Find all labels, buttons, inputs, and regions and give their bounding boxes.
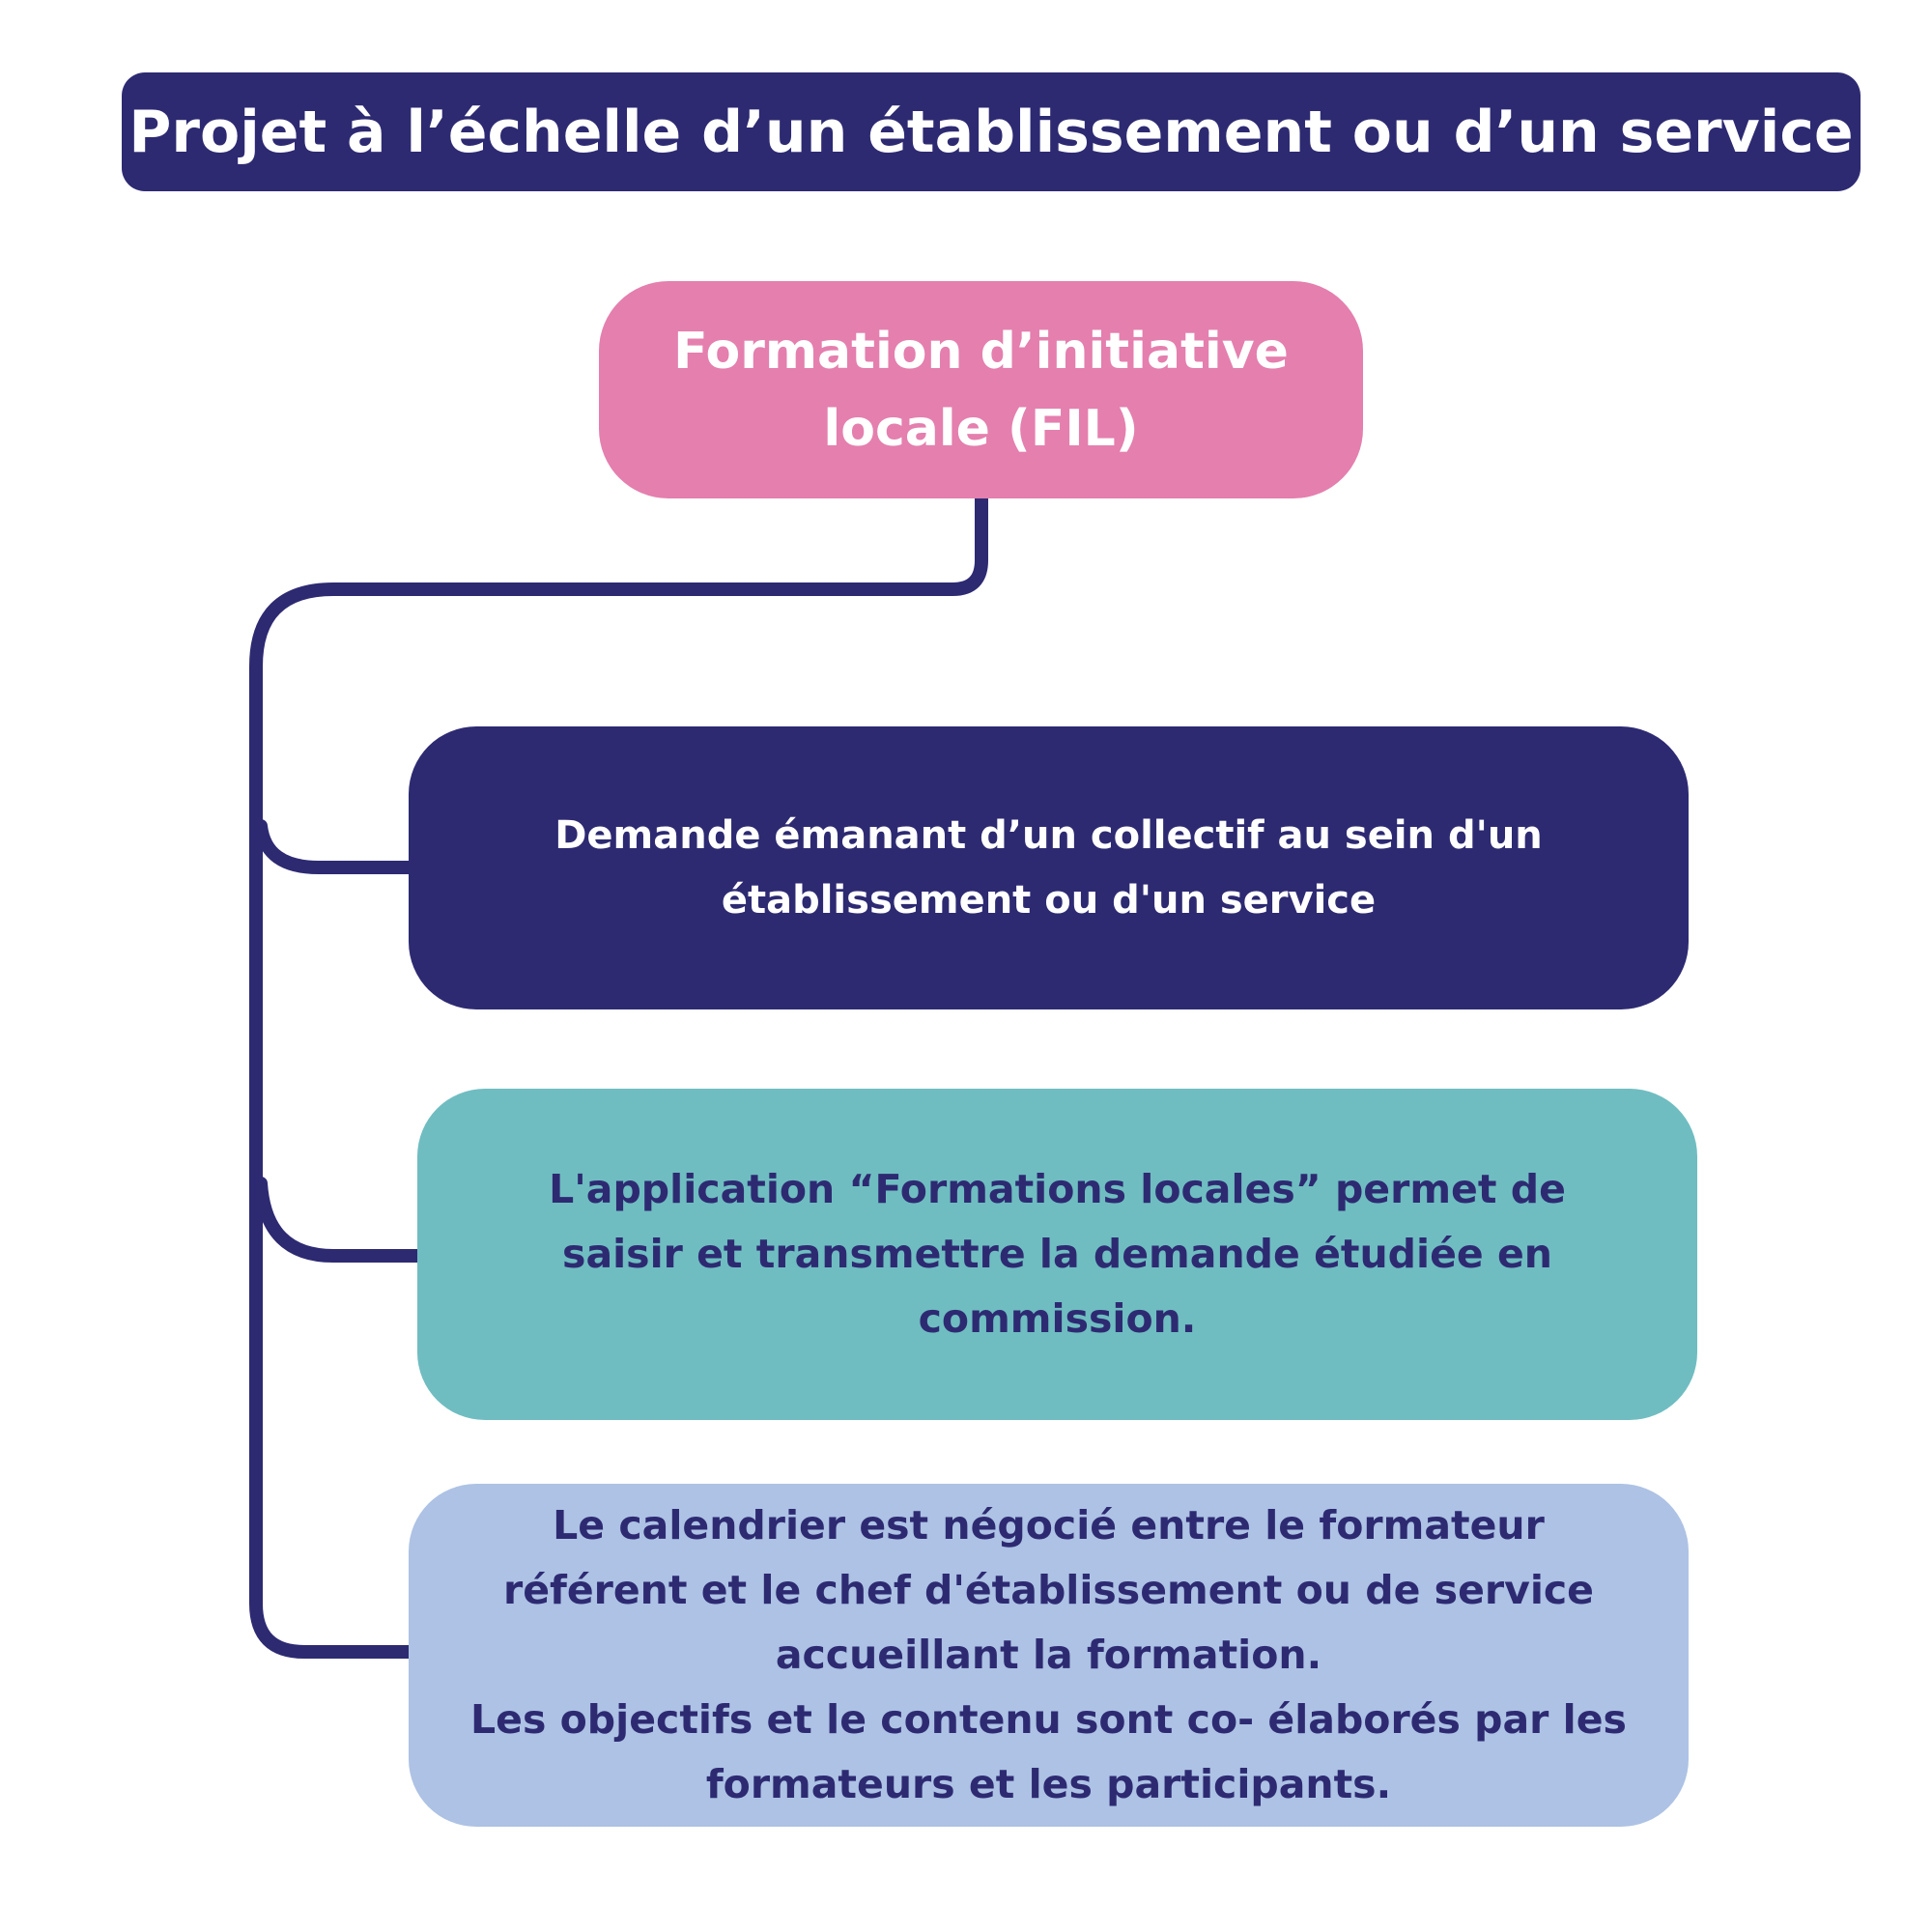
root-label-line-1: Formation d’initiative xyxy=(673,322,1289,381)
node-calendrier-line-4: Les objectifs et le contenu sont co- éla… xyxy=(470,1696,1627,1743)
node-demande-text: Demande émanant d’un collectif au sein d… xyxy=(508,804,1590,933)
node-application-line-1: L'application “Formations locales” perme… xyxy=(549,1166,1566,1212)
root-node-fil: Formation d’initiative locale (FIL) xyxy=(599,281,1363,498)
node-application-text: L'application “Formations locales” perme… xyxy=(512,1157,1604,1351)
page-title: Projet à l’échelle d’un établissement ou… xyxy=(128,98,1854,166)
branch-connector-2 xyxy=(254,1177,424,1263)
node-calendrier-line-5: formateurs et les participants. xyxy=(705,1761,1392,1807)
root-connector xyxy=(249,492,988,1659)
node-calendrier-text: Le calendrier est négocié entre le forma… xyxy=(440,1493,1658,1817)
node-calendrier: Le calendrier est négocié entre le forma… xyxy=(409,1484,1689,1827)
root-label-line-2: locale (FIL) xyxy=(823,399,1139,458)
node-application: L'application “Formations locales” perme… xyxy=(417,1089,1697,1420)
branch-connector-1 xyxy=(254,819,415,874)
node-calendrier-line-3: accueillant la formation. xyxy=(775,1632,1322,1678)
node-application-line-2: saisir et transmettre la demande étudiée… xyxy=(562,1231,1552,1277)
node-application-line-3: commission. xyxy=(918,1295,1197,1342)
node-demande-line-1: Demande émanant d’un collectif au sein d… xyxy=(554,812,1543,858)
node-demande-line-2: établissement ou d'un service xyxy=(721,877,1377,923)
root-node-label: Formation d’initiative locale (FIL) xyxy=(653,313,1310,468)
title-banner: Projet à l’échelle d’un établissement ou… xyxy=(122,72,1861,191)
node-demande: Demande émanant d’un collectif au sein d… xyxy=(409,726,1689,1009)
node-calendrier-line-1: Le calendrier est négocié entre le forma… xyxy=(553,1502,1545,1548)
node-calendrier-line-2: référent et le chef d'établissement ou d… xyxy=(502,1567,1594,1613)
